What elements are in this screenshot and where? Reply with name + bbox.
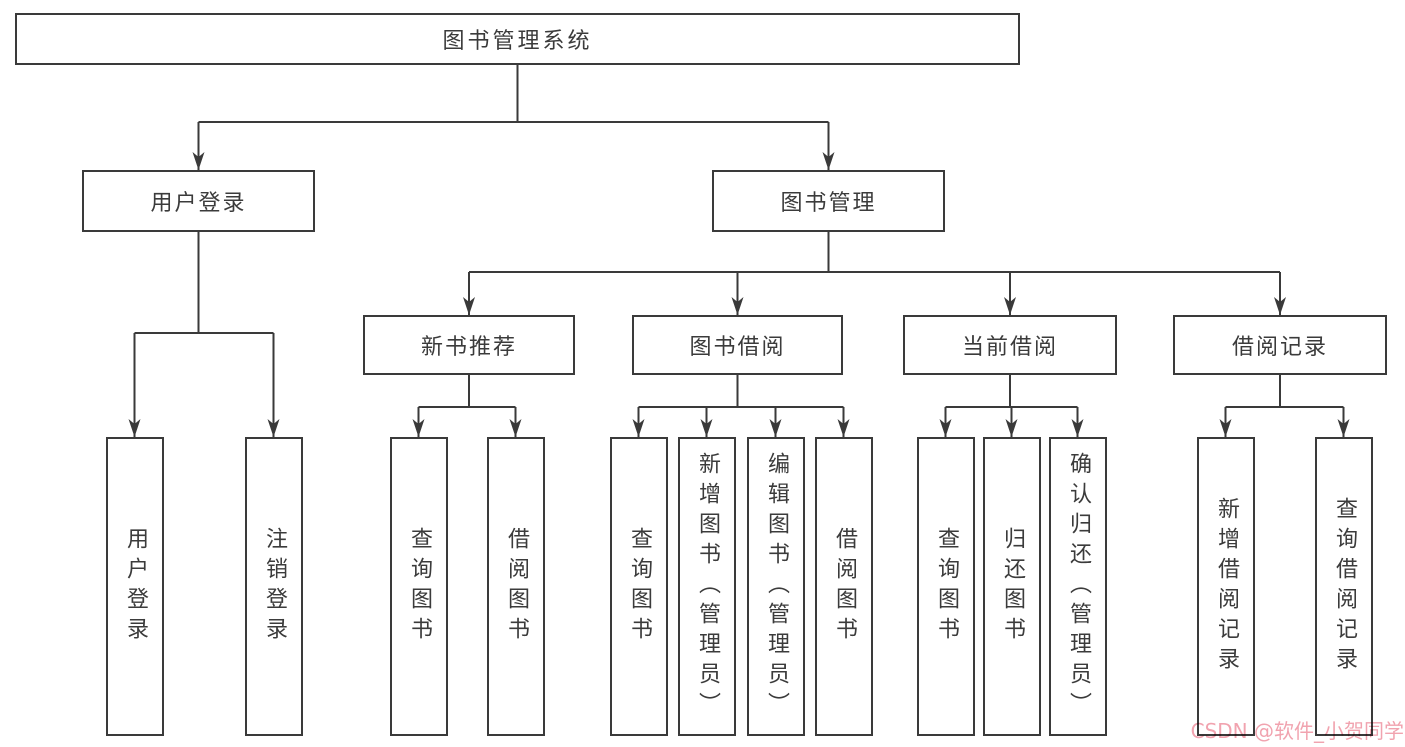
- node-new-book-recommend: 新书推荐: [363, 315, 575, 375]
- leaf-add-borrow-record: 新增借阅记录: [1197, 437, 1255, 736]
- leaf-label: 归还图书: [1000, 526, 1025, 647]
- leaf-label: 查询图书: [407, 526, 432, 647]
- node-label: 图书管理系统: [442, 29, 593, 54]
- leaf-label: 借阅图书: [832, 526, 857, 647]
- leaf-label: 查询图书: [934, 526, 959, 647]
- leaf-label: 编辑图书（管理员）: [764, 451, 789, 722]
- leaf-label: 注销登录: [262, 526, 287, 647]
- node-book-borrowing: 图书借阅: [632, 315, 843, 375]
- leaf-label: 用户登录: [123, 526, 148, 647]
- leaf-query-borrow-record: 查询借阅记录: [1315, 437, 1373, 736]
- leaf-label: 确认归还（管理员）: [1066, 451, 1091, 722]
- leaf-user-login: 用户登录: [106, 437, 164, 736]
- node-label: 新书推荐: [420, 335, 517, 360]
- node-label: 借阅记录: [1231, 335, 1328, 360]
- node-label: 图书借阅: [689, 335, 786, 360]
- node-current-borrowing: 当前借阅: [903, 315, 1117, 375]
- leaf-add-books-admin: 新增图书（管理员）: [678, 437, 736, 736]
- node-label: 用户登录: [150, 191, 247, 216]
- node-book-management: 图书管理: [712, 170, 945, 232]
- leaf-query-books-recommend: 查询图书: [390, 437, 448, 736]
- leaf-borrow-books: 借阅图书: [815, 437, 873, 736]
- leaf-label: 借阅图书: [504, 526, 529, 647]
- node-user-login: 用户登录: [82, 170, 315, 232]
- leaf-borrow-books-recommend: 借阅图书: [487, 437, 545, 736]
- leaf-label: 新增图书（管理员）: [695, 451, 720, 722]
- leaf-return-books: 归还图书: [983, 437, 1041, 736]
- leaf-label: 查询借阅记录: [1332, 496, 1357, 677]
- node-label: 当前借阅: [961, 335, 1058, 360]
- leaf-query-books-current: 查询图书: [917, 437, 975, 736]
- leaf-label: 新增借阅记录: [1214, 496, 1239, 677]
- leaf-logout: 注销登录: [245, 437, 303, 736]
- watermark-text: CSDN @软件_小贺同学: [1190, 719, 1404, 743]
- leaf-confirm-return-admin: 确认归还（管理员）: [1049, 437, 1107, 736]
- leaf-label: 查询图书: [627, 526, 652, 647]
- node-borrowing-records: 借阅记录: [1173, 315, 1387, 375]
- node-library-system: 图书管理系统: [15, 13, 1020, 65]
- leaf-edit-books-admin: 编辑图书（管理员）: [747, 437, 805, 736]
- leaf-query-books-borrow: 查询图书: [610, 437, 668, 736]
- node-label: 图书管理: [780, 191, 877, 216]
